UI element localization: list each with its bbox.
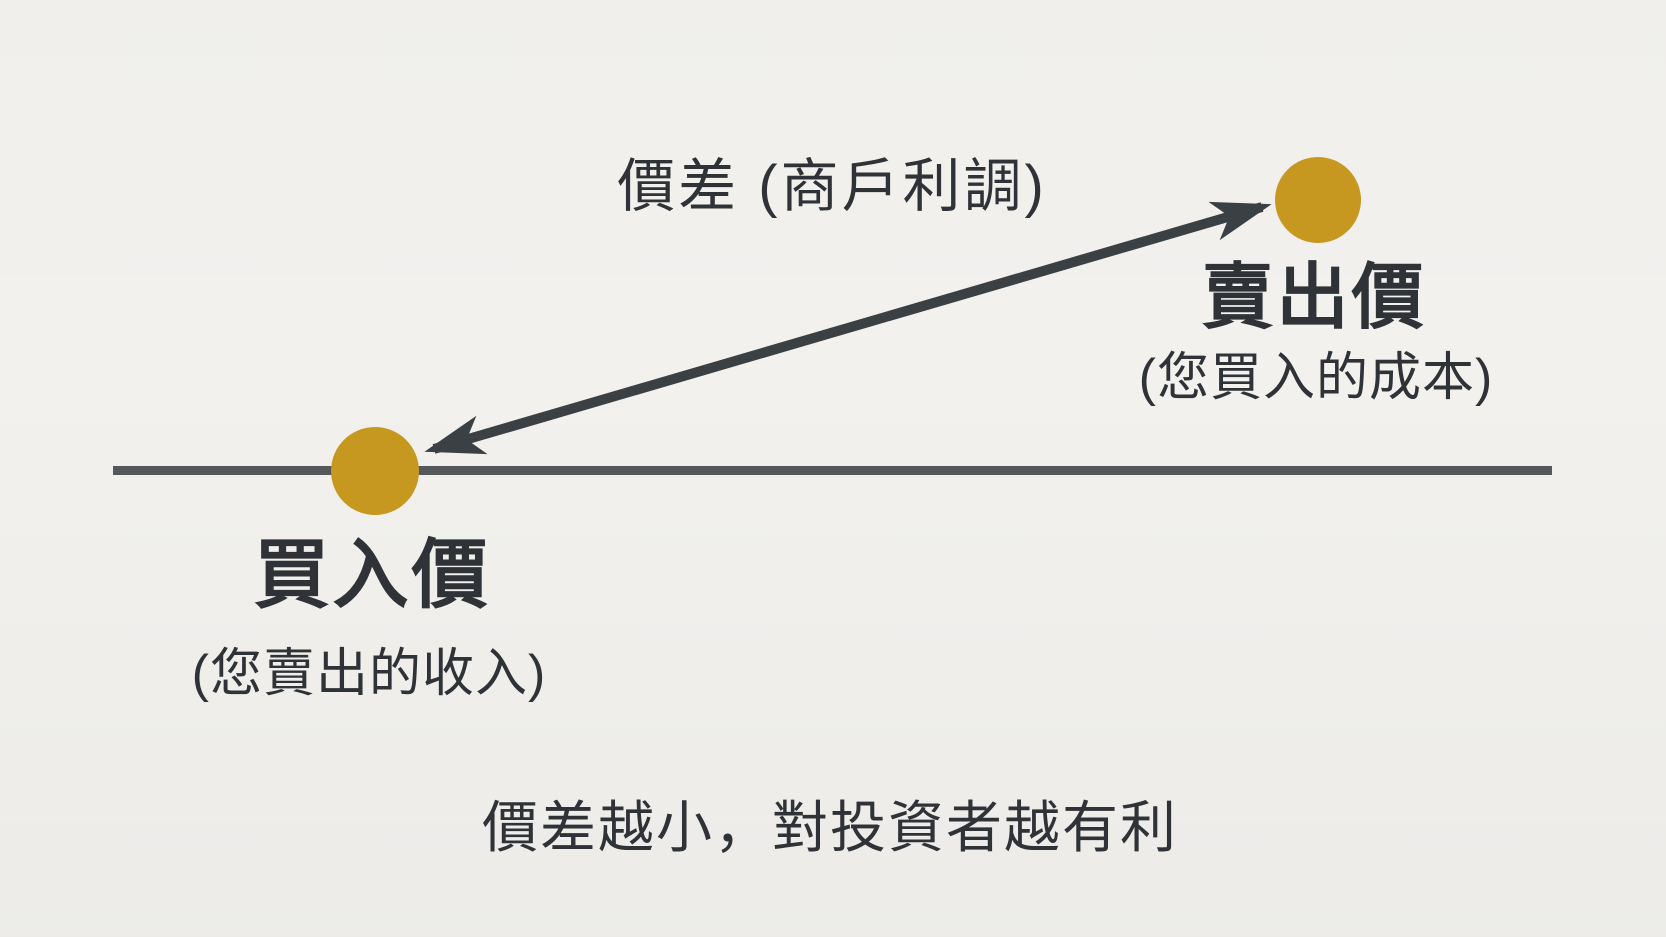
buy-price-dot-icon (331, 427, 419, 515)
spread-arrow-icon (424, 201, 1272, 455)
spread-arrow-label: 價差 (商戶利調) (617, 154, 1047, 219)
sell-price-dot-icon (1275, 157, 1361, 243)
sell-price-title: 賣出價 (1201, 258, 1427, 338)
sell-price-note: (您買入的成本) (1138, 349, 1494, 407)
buy-price-note: (您賣出的收入) (191, 645, 547, 703)
footer-takeaway-text: 價差越小，對投資者越有利 (482, 796, 1178, 859)
buy-price-title: 買入價 (253, 533, 491, 618)
